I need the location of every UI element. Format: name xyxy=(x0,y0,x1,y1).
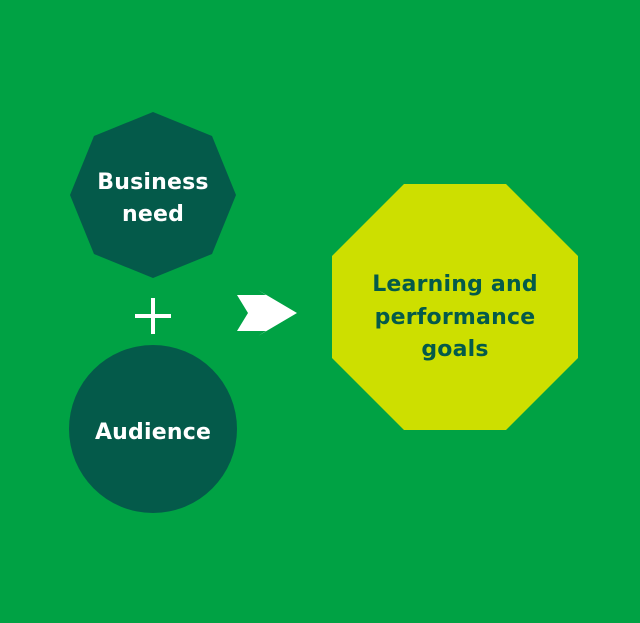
goals-label-line1: Learning and xyxy=(372,272,538,297)
business-need-label-line1: Business xyxy=(97,170,208,195)
goals-label-line2: performance xyxy=(375,305,536,330)
goals-octagon xyxy=(332,184,578,430)
plus-icon xyxy=(135,298,171,334)
audience-label: Audience xyxy=(95,420,211,445)
business-need-label-line2: need xyxy=(122,202,184,227)
goals-label-line3: goals xyxy=(421,337,488,362)
audience-node: Audience xyxy=(69,345,237,513)
arrow-right-icon xyxy=(237,290,297,336)
business-need-octagon xyxy=(70,112,236,278)
goals-node: Learning and performance goals xyxy=(332,184,578,430)
business-need-node: Business need xyxy=(70,112,236,278)
audience-circle xyxy=(69,345,237,513)
